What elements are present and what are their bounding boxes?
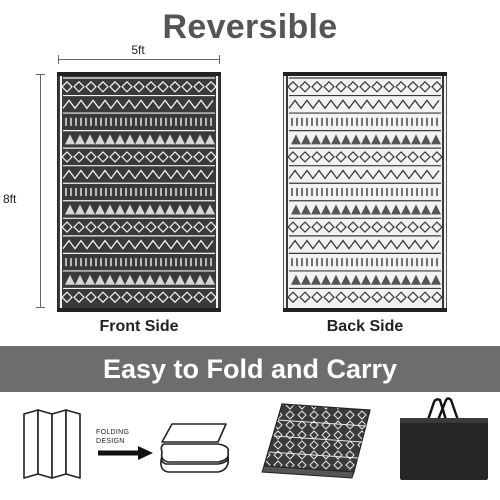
folded-rug-icon bbox=[261, 403, 371, 479]
arrow-right-icon bbox=[98, 446, 153, 460]
back-rug-pattern bbox=[283, 72, 447, 312]
width-label: 5ft bbox=[131, 43, 145, 57]
folding-design-label: FOLDING DESIGN bbox=[96, 428, 129, 446]
height-dimension-cap-top bbox=[36, 74, 45, 75]
folding-panels-icon bbox=[23, 409, 81, 479]
width-dimension-cap-right bbox=[219, 55, 220, 64]
height-label: 8ft bbox=[3, 192, 17, 206]
front-rug-pattern bbox=[57, 72, 221, 312]
carry-bag-icon bbox=[400, 397, 488, 480]
back-side-label: Back Side bbox=[326, 318, 404, 335]
page-title: Reversible bbox=[162, 8, 338, 46]
width-dimension-cap-left bbox=[58, 55, 59, 64]
height-dimension-cap-bottom bbox=[36, 307, 45, 308]
height-dimension-line bbox=[40, 74, 41, 308]
banner-text: Easy to Fold and Carry bbox=[102, 353, 398, 384]
folded-stack-icon bbox=[160, 423, 230, 473]
banner: Easy to Fold and Carry bbox=[0, 346, 500, 392]
width-dimension-line bbox=[58, 59, 220, 60]
front-rug-image bbox=[57, 72, 221, 312]
front-side-label: Front Side bbox=[99, 318, 179, 335]
back-rug-image bbox=[283, 72, 447, 312]
folding-label-line2: DESIGN bbox=[96, 438, 125, 445]
folding-label-line1: FOLDING bbox=[96, 429, 130, 436]
